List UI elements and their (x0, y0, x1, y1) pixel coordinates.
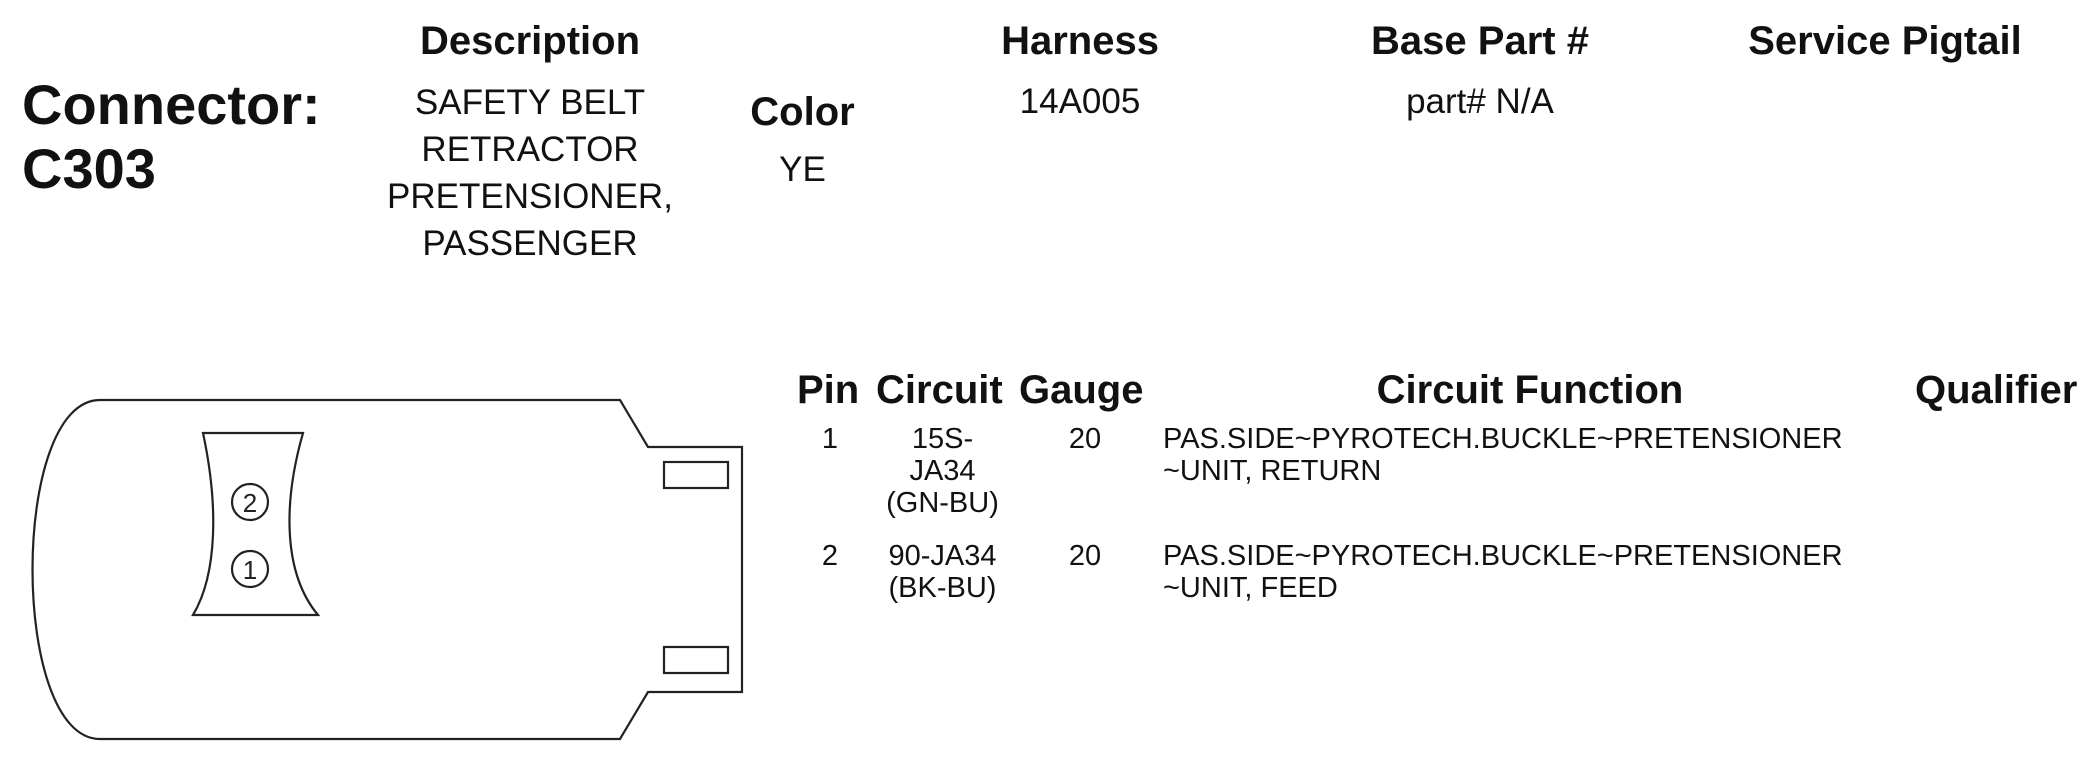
function-line: ~UNIT, RETURN (1163, 455, 1382, 487)
circuit-function-value: PAS.SIDE~PYROTECH.BUCKLE~PRETENSIONER ~U… (1163, 540, 1843, 604)
circuit-function-value: PAS.SIDE~PYROTECH.BUCKLE~PRETENSIONER ~U… (1163, 423, 1843, 487)
service-pigtail-header: Service Pigtail (1748, 19, 2022, 63)
circuit-line: 90-JA34 (888, 540, 997, 572)
base-part-value: part# N/A (1406, 82, 1554, 121)
circuit-value: 15S- JA34 (GN-BU) (870, 423, 1015, 519)
latch-tab-bottom (662, 645, 730, 675)
pin-table-header-function: Circuit Function (1376, 368, 1684, 412)
circuit-line: 15S- (911, 423, 974, 455)
description-line: RETRACTOR (421, 130, 639, 169)
description-header: Description (419, 19, 641, 63)
latch-tab-top (662, 460, 730, 490)
gauge-value: 20 (1068, 540, 1102, 572)
connector-housing-outline (31, 398, 744, 741)
function-line: ~UNIT, FEED (1163, 572, 1338, 604)
pin-number: 1 (821, 423, 839, 455)
connector-id: C303 (22, 137, 156, 200)
pin-2-circle (230, 482, 270, 522)
circuit-line: (BK-BU) (888, 572, 997, 604)
connector-label: Connector: (22, 73, 321, 136)
pin-table-header-gauge: Gauge (1019, 368, 1144, 412)
connector-diagram: 2 1 (31, 398, 744, 741)
pin-cavity-outline (191, 431, 321, 617)
description-line: SAFETY BELT (414, 83, 646, 122)
circuit-line: (GN-BU) (886, 487, 999, 519)
circuit-value: 90-JA34 (BK-BU) (870, 540, 1015, 604)
description-line: PRETENSIONER, (387, 177, 673, 216)
description-line: PASSENGER (422, 224, 638, 263)
description-value: SAFETY BELT RETRACTOR PRETENSIONER, PASS… (330, 79, 730, 267)
base-part-header: Base Part # (1371, 19, 1589, 63)
pin-2-label: 2 (243, 488, 257, 518)
pin-number: 2 (821, 540, 839, 572)
pin-1-circle (230, 549, 270, 589)
color-value: YE (779, 150, 826, 189)
color-header: Color (750, 90, 855, 134)
gauge-value: 20 (1068, 423, 1102, 455)
function-line: PAS.SIDE~PYROTECH.BUCKLE~PRETENSIONER (1163, 540, 1843, 572)
pin-table-header-circuit: Circuit (876, 368, 1003, 412)
pin-table-header-qualifier: Qualifier (1915, 368, 2078, 412)
circuit-line: JA34 (909, 455, 976, 487)
harness-header: Harness (1001, 19, 1159, 63)
pin-table-header-pin: Pin (797, 368, 860, 412)
harness-value: 14A005 (1019, 82, 1141, 121)
pin-1-label: 1 (243, 555, 257, 585)
function-line: PAS.SIDE~PYROTECH.BUCKLE~PRETENSIONER (1163, 423, 1843, 455)
